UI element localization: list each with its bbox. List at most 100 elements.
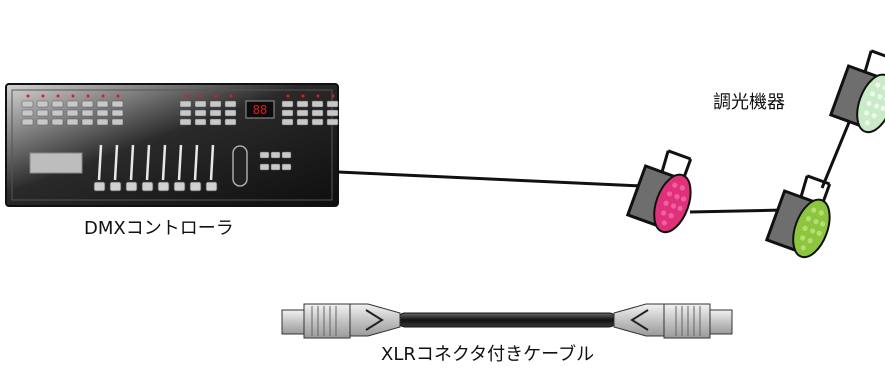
controller-led <box>331 94 335 98</box>
controller-button <box>311 118 324 126</box>
controller-button <box>296 118 309 126</box>
cable-label: XLRコネクタ付きケーブル <box>381 344 595 365</box>
fixtures-label: 調光機器 <box>713 92 785 113</box>
controller-button <box>81 100 94 108</box>
controller-button <box>281 109 294 117</box>
fader-track <box>177 144 183 181</box>
controller-button <box>36 109 49 117</box>
controller-button <box>296 109 309 117</box>
controller-button <box>194 100 207 108</box>
controller-button <box>111 118 124 126</box>
controller-button <box>326 118 339 126</box>
controller-button <box>311 100 324 108</box>
controller-led <box>41 94 45 98</box>
connection-lines <box>337 119 852 214</box>
controller-to-fixture-1-line <box>337 170 643 188</box>
controller-button <box>21 100 34 108</box>
controller-button <box>21 118 34 126</box>
par-light-icon <box>828 49 885 134</box>
keypad-button <box>270 151 281 159</box>
fader-knob <box>189 181 202 192</box>
controller-button <box>96 100 109 108</box>
controller-led <box>286 94 290 98</box>
controller-button <box>81 118 94 126</box>
xlr-plug-left <box>281 303 401 339</box>
controller-button <box>281 118 294 126</box>
fixture-2-to-fixture-3-line <box>820 119 852 189</box>
controller-button <box>111 109 124 117</box>
controller-button <box>51 109 64 117</box>
controller-led <box>214 94 218 98</box>
svg-text:88: 88 <box>253 103 267 117</box>
controller-button <box>311 109 324 117</box>
fader-track <box>209 144 215 181</box>
controller-button <box>194 118 207 126</box>
controller-button <box>51 100 64 108</box>
fader-track <box>113 144 119 181</box>
controller-button <box>194 109 207 117</box>
controller-display <box>245 100 275 119</box>
controller-button <box>209 118 222 126</box>
fader-track <box>145 144 151 181</box>
controller-button <box>281 100 294 108</box>
controller-button <box>96 118 109 126</box>
fixture-1-to-fixture-2-line <box>689 208 785 214</box>
controller-led <box>86 94 90 98</box>
controller-button <box>296 100 309 108</box>
controller-button <box>179 109 192 117</box>
controller-master-fader <box>232 145 248 187</box>
controller-button <box>209 109 222 117</box>
keypad-button <box>270 163 281 171</box>
fader-knob <box>157 181 170 192</box>
controller-led <box>199 94 203 98</box>
par-light-icon <box>625 149 693 234</box>
controller-button <box>111 100 124 108</box>
controller-label-strip <box>29 152 83 174</box>
controller-led <box>26 94 30 98</box>
controller-button <box>326 109 339 117</box>
keypad-button <box>281 163 292 171</box>
controller-label: DMXコントローラ <box>84 218 234 239</box>
controller-button <box>81 109 94 117</box>
controller-led <box>71 94 75 98</box>
controller-button <box>66 100 79 108</box>
controller-button <box>51 118 64 126</box>
fader-track <box>97 144 103 181</box>
controller-button <box>21 109 34 117</box>
fader-track <box>193 144 199 181</box>
controller-led <box>229 94 233 98</box>
fader-knob <box>93 181 106 192</box>
controller-button <box>36 118 49 126</box>
fader-track <box>161 144 167 181</box>
controller-button <box>224 109 237 117</box>
controller-led <box>301 94 305 98</box>
dmx-controller-icon: 88 <box>5 83 339 207</box>
controller-faders <box>93 144 218 192</box>
controller-led <box>101 94 105 98</box>
controller-button <box>224 118 237 126</box>
controller-button <box>96 109 109 117</box>
cable-body <box>397 312 617 328</box>
fader-knob <box>173 181 186 192</box>
keypad-button <box>281 151 292 159</box>
fader-knob <box>109 181 122 192</box>
controller-button <box>66 118 79 126</box>
fader-knob <box>141 181 154 192</box>
xlr-cable-icon <box>281 303 733 339</box>
keypad-button <box>259 163 270 171</box>
controller-button <box>66 109 79 117</box>
controller-keypad <box>259 151 292 171</box>
keypad-button <box>259 151 270 159</box>
controller-buttons <box>21 94 339 126</box>
controller-led <box>116 94 120 98</box>
xlr-plug-right <box>613 303 733 339</box>
controller-button <box>36 100 49 108</box>
fader-track <box>129 144 135 181</box>
controller-button <box>326 100 339 108</box>
controller-led <box>184 94 188 98</box>
controller-led <box>316 94 320 98</box>
par-light-icon <box>764 174 832 259</box>
controller-button <box>179 118 192 126</box>
